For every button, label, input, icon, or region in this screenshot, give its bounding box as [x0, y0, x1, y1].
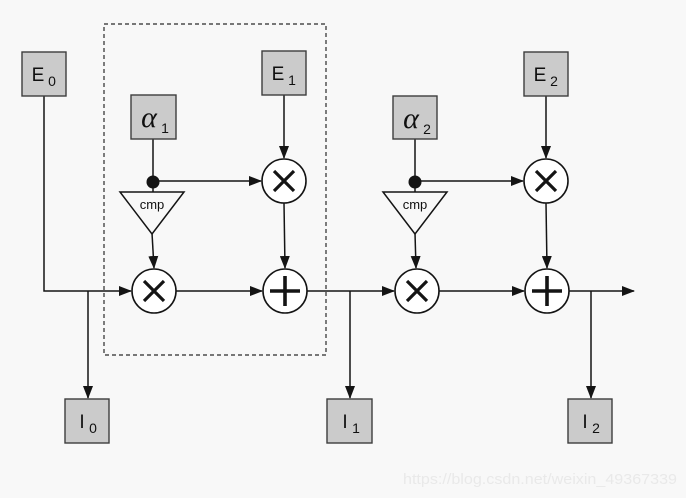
node-label: I — [342, 412, 347, 433]
node-box — [64, 398, 110, 444]
cmp-label: cmp — [403, 197, 428, 212]
multiply-icon — [272, 169, 296, 193]
multiply-icon — [534, 169, 558, 193]
node-box — [392, 95, 438, 140]
junction-dot — [146, 175, 160, 189]
plus-icon — [270, 276, 300, 306]
stage1-dashed-boundary — [103, 23, 327, 356]
node-e0: E 0 — [21, 51, 67, 97]
cmp-triangle — [381, 191, 449, 236]
junction-dot — [408, 175, 422, 189]
node-box — [567, 398, 613, 444]
node-subscript: 0 — [89, 420, 97, 436]
node-label: E — [534, 65, 547, 86]
node-i1: I 1 — [326, 398, 373, 444]
wire-cmp1-to-multiplier1 — [148, 232, 159, 269]
adder-node-2 — [524, 268, 570, 314]
wire-multiplier2b-to-adder2 — [541, 202, 552, 269]
node-subscript: 2 — [550, 73, 558, 89]
comparator-cmp2: cmp — [381, 191, 449, 236]
node-box — [523, 51, 569, 97]
node-subscript: 1 — [288, 72, 296, 88]
node-label: α — [403, 102, 420, 135]
node-label: E — [32, 65, 45, 86]
node-subscript: 0 — [48, 73, 56, 89]
node-alpha2: α 2 — [392, 95, 438, 140]
node-box — [326, 398, 373, 444]
multiplier-node-1 — [131, 268, 177, 314]
node-e2: E 2 — [523, 51, 569, 97]
node-i2: I 2 — [567, 398, 613, 444]
node-label: α — [141, 101, 158, 134]
node-subscript: 1 — [161, 120, 169, 136]
wire-cmp2-to-multiplier2 — [410, 232, 421, 269]
wire-multiplier1b-to-adder1 — [279, 202, 290, 269]
node-label: E — [272, 64, 285, 85]
cmp-triangle — [118, 191, 186, 236]
node-alpha1: α 1 — [130, 94, 177, 140]
wires — [43, 95, 635, 399]
node-label: I — [582, 412, 587, 433]
watermark: https://blog.csdn.net/weixin_49367339 — [403, 471, 677, 488]
node-subscript: 2 — [423, 121, 431, 137]
node-e1: E 1 — [261, 50, 307, 96]
multiply-icon — [142, 279, 166, 303]
node-i0: I 0 — [64, 398, 110, 444]
adder-node-1 — [262, 268, 308, 314]
cmp-label: cmp — [140, 197, 165, 212]
wire-e0-to-multiplier1 — [43, 96, 132, 296]
node-box — [21, 51, 67, 97]
node-subscript: 2 — [592, 420, 600, 436]
node-subscript: 1 — [352, 420, 360, 436]
multiplier-node-1b — [261, 158, 307, 204]
multiplier-node-2 — [394, 268, 440, 314]
node-label: I — [79, 412, 84, 433]
comparator-cmp1: cmp — [118, 191, 186, 236]
multiplier-node-2b — [523, 158, 569, 204]
plus-icon — [532, 276, 562, 306]
node-box — [261, 50, 307, 96]
node-box — [130, 94, 177, 140]
multiply-icon — [405, 279, 429, 303]
